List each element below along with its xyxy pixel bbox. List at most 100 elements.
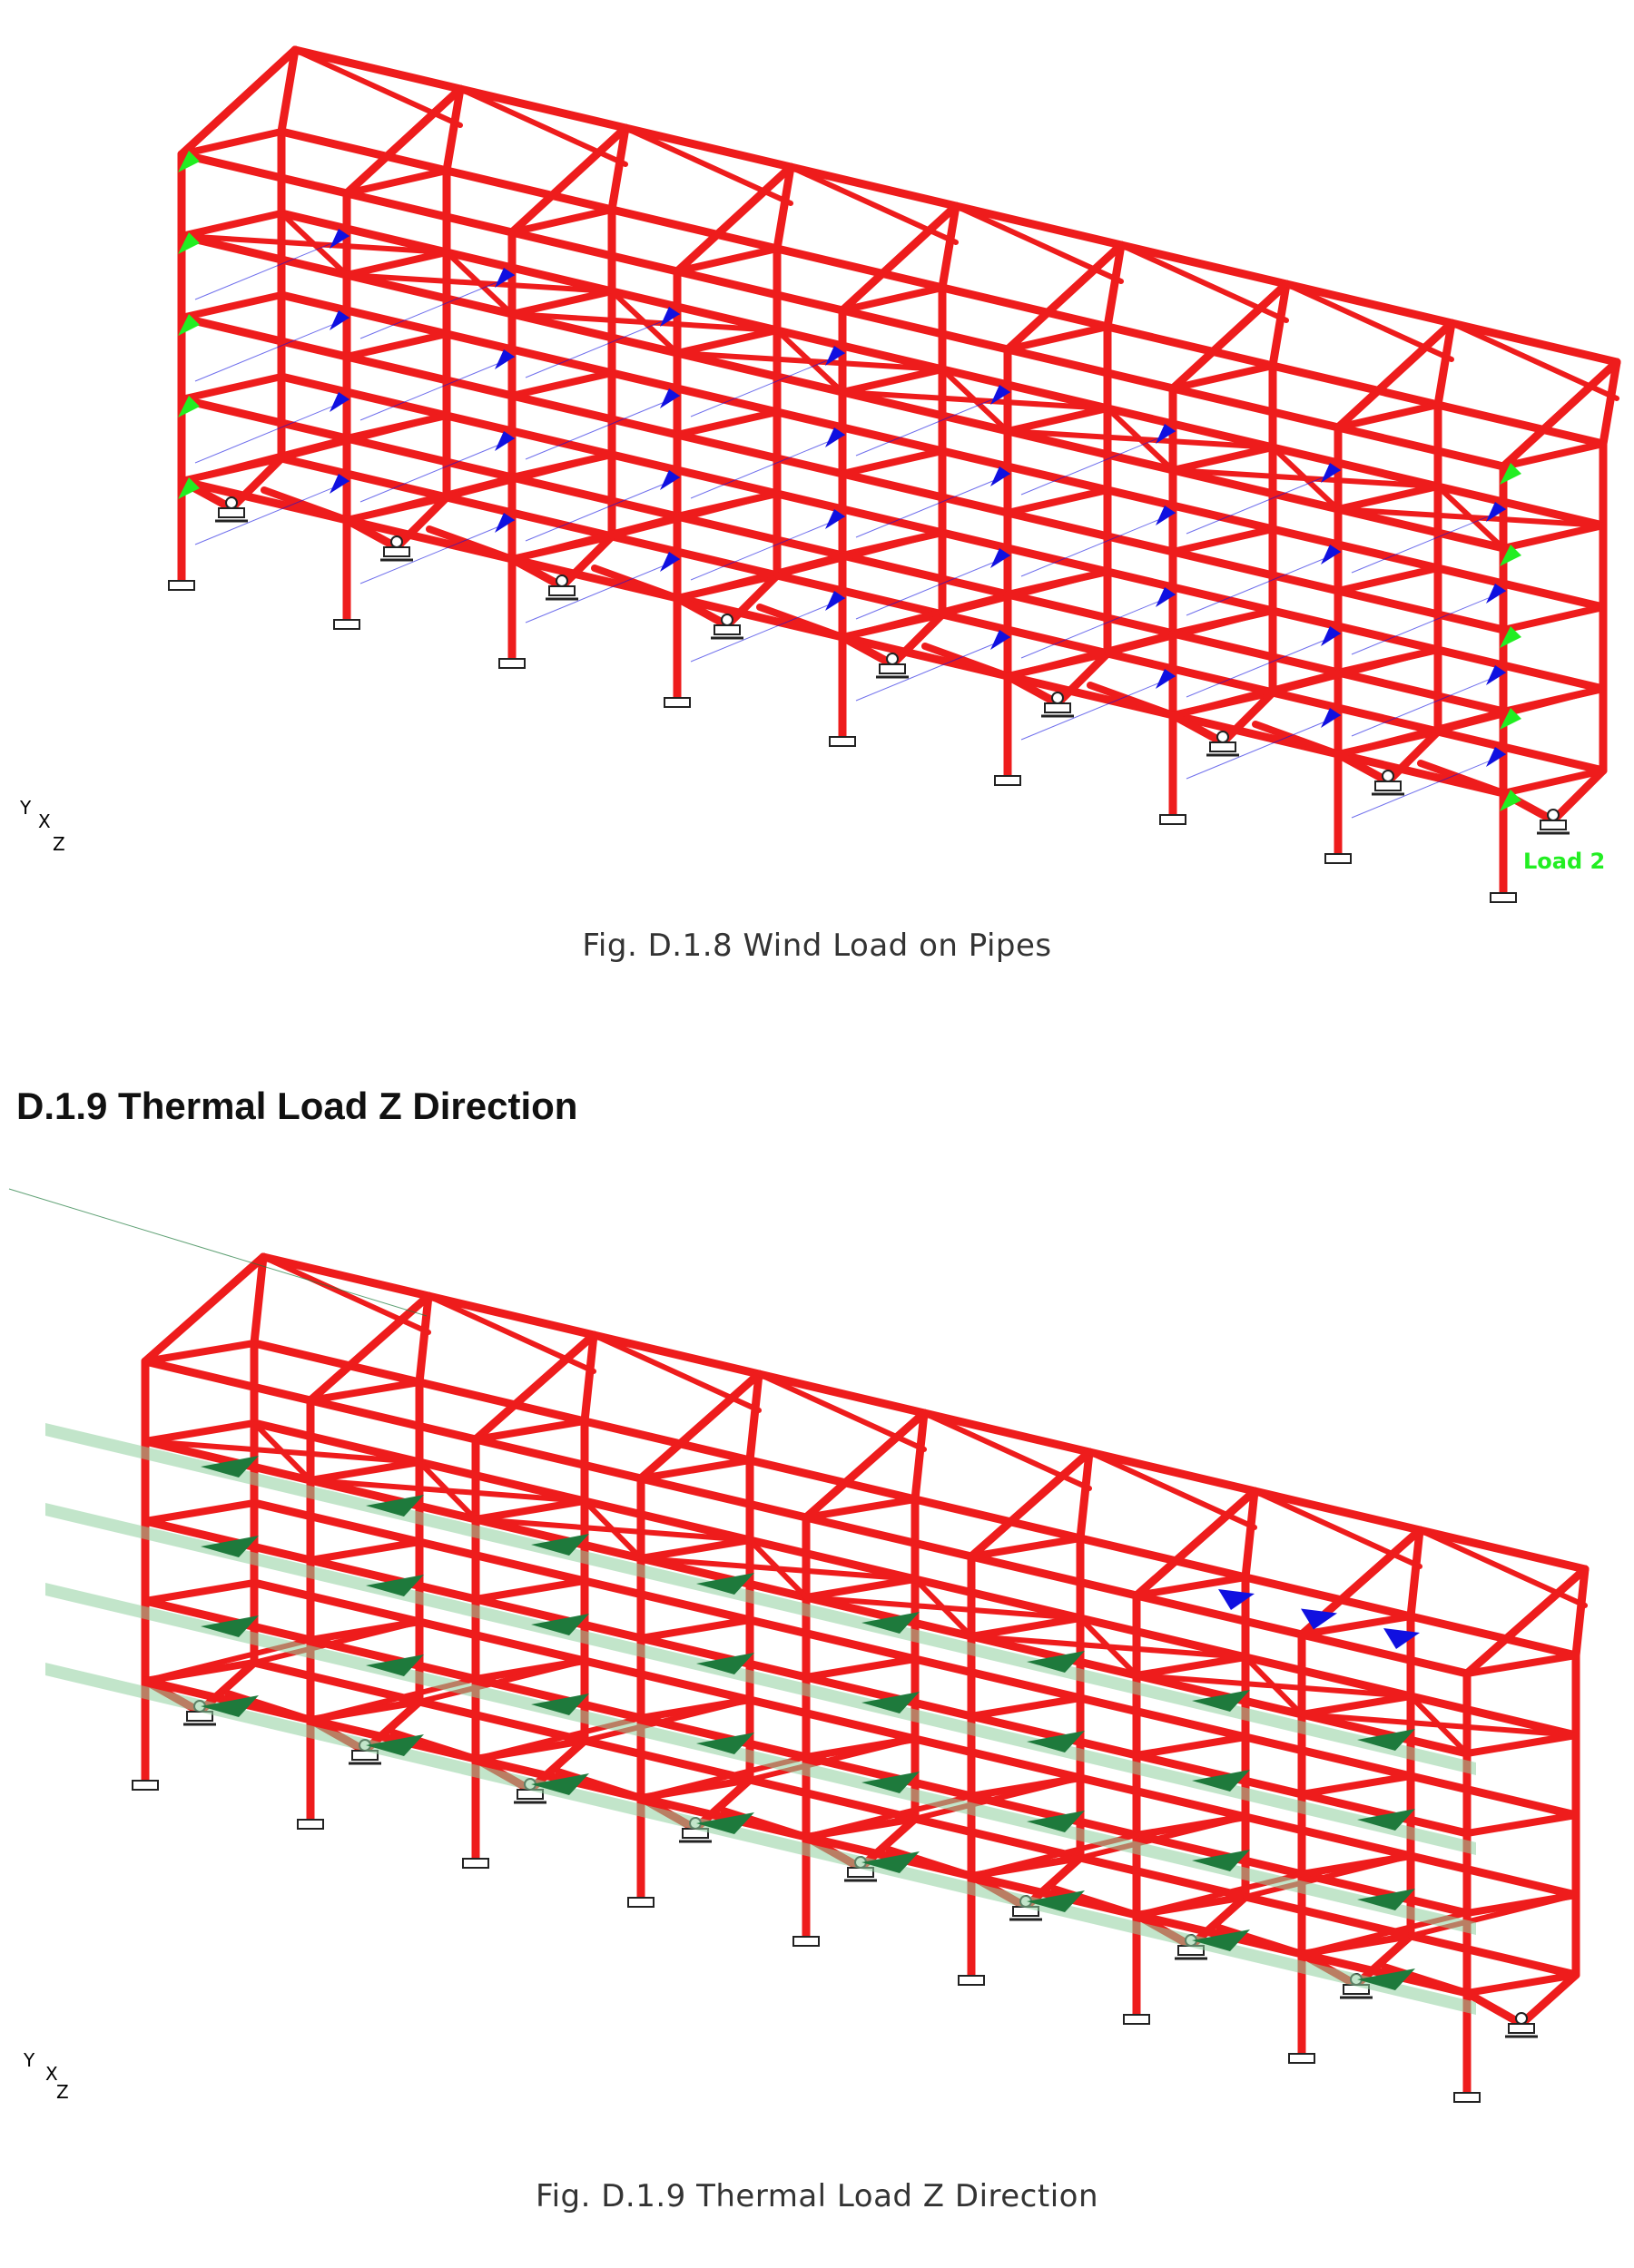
plan-brace <box>1078 1615 1139 1678</box>
transverse-beam <box>637 1457 753 1482</box>
support-base <box>1209 741 1236 752</box>
wind-pipe-arrow <box>660 552 680 572</box>
knee-brace <box>1216 1924 1305 1958</box>
wind-pipe-load-line <box>690 597 846 663</box>
column-leg <box>557 532 616 591</box>
transverse-beam <box>142 1340 258 1365</box>
thermal-load-arrow <box>201 1615 259 1637</box>
knee-brace <box>756 604 846 641</box>
wind-pipe-load-line <box>855 636 1011 702</box>
thermal-load-arrow <box>531 1694 589 1715</box>
thermal-load-arrow <box>861 1772 920 1793</box>
plan-brace <box>609 289 680 356</box>
roof-rafter <box>442 84 465 175</box>
transverse-beam <box>343 249 450 279</box>
roof-rafter <box>1168 280 1291 393</box>
knee-brace <box>720 1807 810 1841</box>
wind-edge-arrow <box>178 396 200 417</box>
knee-brace <box>426 525 516 563</box>
support-base <box>218 507 245 518</box>
transverse-beam <box>1133 1733 1249 1759</box>
support-base <box>462 1858 489 1869</box>
side-brace <box>1105 608 1275 656</box>
knee-brace <box>1252 721 1342 758</box>
plan-brace <box>251 1420 313 1483</box>
roof-rafter <box>1241 1487 1259 1582</box>
wind-pipe-arrow <box>1156 587 1176 607</box>
support-base <box>879 663 906 674</box>
wind-pipe-arrow <box>990 466 1010 486</box>
support-base <box>1288 2053 1315 2064</box>
transverse-beam <box>968 1535 1084 1560</box>
support-base <box>994 775 1021 786</box>
transverse-beam <box>1463 1811 1580 1837</box>
wind-pipe-arrow <box>825 427 845 447</box>
roof-rafter <box>1076 1448 1094 1543</box>
wind-pipe-load-line <box>525 476 681 542</box>
roof-brace <box>953 203 1124 284</box>
thermal-load-arrow <box>366 1575 424 1596</box>
knee-brace <box>555 1768 645 1802</box>
side-brace <box>1005 631 1176 679</box>
support-base <box>1044 702 1071 713</box>
transverse-beam <box>1169 525 1276 555</box>
column-leg <box>1462 1988 1526 2028</box>
column-leg <box>392 493 451 552</box>
roof-rafter <box>580 1330 598 1426</box>
roof-rafter <box>177 45 300 159</box>
transverse-beam <box>508 206 615 236</box>
wind-pipe-load-line <box>194 235 350 300</box>
transverse-beam <box>968 1694 1084 1720</box>
roof-rafter <box>1132 1487 1259 1600</box>
thermal-load-band <box>45 1583 1476 1935</box>
roof-brace <box>921 1410 1092 1491</box>
wind-pipe-load-line <box>1186 469 1342 535</box>
thermal-load-arrow <box>861 1692 920 1713</box>
support-pin <box>721 614 733 626</box>
frame-group <box>168 45 1621 903</box>
transverse-beam <box>142 1419 258 1445</box>
roof-rafter <box>1462 1565 1590 1678</box>
wind-pipe-arrow <box>1486 584 1506 604</box>
transverse-beam <box>802 1576 919 1601</box>
column-leg <box>1549 766 1608 825</box>
transverse-beam <box>1463 1732 1580 1757</box>
support-base <box>664 697 691 708</box>
wind-pipe-arrow <box>1156 506 1176 525</box>
transverse-beam <box>1004 323 1111 353</box>
wind-pipe-arrow <box>660 307 680 327</box>
thermal-load-arrow <box>531 1614 589 1635</box>
wind-pipe-load-line <box>525 313 681 378</box>
transverse-beam <box>1463 1971 1580 1997</box>
side-brace <box>444 452 615 500</box>
side-brace <box>840 592 1010 640</box>
side-brace <box>1243 1853 1413 1900</box>
blue-load-arrow <box>1218 1589 1255 1610</box>
thermal-pipe-line <box>8 1188 428 1317</box>
transverse-beam <box>1298 1772 1414 1798</box>
thermal-load-arrow <box>861 1851 920 1873</box>
transverse-beam <box>178 291 285 321</box>
transverse-beam <box>674 245 781 275</box>
roof-rafter <box>415 1291 433 1387</box>
column-leg <box>1334 750 1393 786</box>
roof-rafter <box>1406 1526 1424 1621</box>
side-brace <box>344 475 515 523</box>
roof-brace <box>1449 320 1619 401</box>
support-base <box>627 1897 655 1908</box>
transverse-beam <box>1334 565 1442 594</box>
roof-brace <box>261 1254 431 1335</box>
thermal-load-arrow <box>696 1653 754 1674</box>
side-brace <box>251 1619 422 1665</box>
support-base <box>1159 814 1186 825</box>
wind-pipe-arrow <box>1321 708 1341 728</box>
plan-brace <box>912 1576 974 1639</box>
roof-rafter <box>471 1330 598 1444</box>
transverse-beam <box>1500 522 1607 552</box>
plan-brace <box>582 1498 644 1561</box>
thermal-load-arrow <box>201 1456 259 1478</box>
wind-pipe-load-line <box>359 274 516 339</box>
roof-brace <box>458 86 628 167</box>
wind-pipe-arrow <box>495 513 515 533</box>
wind-pipe-load-line <box>1020 675 1176 741</box>
